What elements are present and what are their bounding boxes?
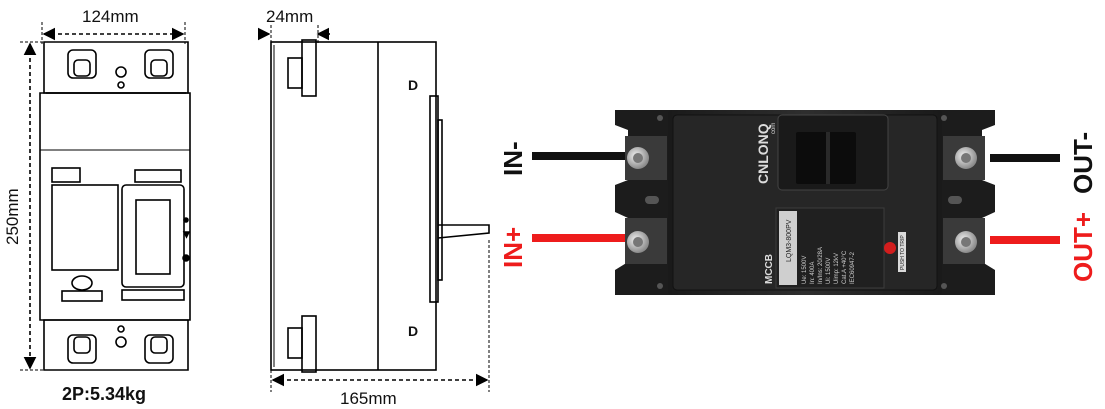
weight-label: 2P:5.34kg	[62, 384, 146, 404]
spec-line: IEC60947-2	[850, 251, 856, 284]
out-plus-wire	[990, 236, 1060, 244]
spec-line: Uimp: 12kV	[834, 253, 840, 284]
in-minus-label: IN-	[498, 141, 528, 176]
depth-label: 165mm	[340, 389, 397, 408]
out-plus-label: OUT+	[1068, 212, 1098, 282]
in-minus-wire	[532, 152, 632, 160]
brand-sub: com	[771, 123, 777, 134]
push-to-trip-label: PUSH TO TRIP	[900, 235, 906, 270]
model-label: LQM3-800PV	[786, 219, 793, 262]
spec-line: In/Ins: 20/28A	[818, 247, 824, 284]
side-mark-d-top: D	[408, 77, 418, 93]
side-mark-d-bottom: D	[408, 323, 418, 339]
push-to-trip-button	[884, 242, 896, 254]
spec-line: In: 400A	[810, 262, 816, 284]
depth-top-label: 24mm	[266, 7, 313, 26]
width-label: 124mm	[82, 7, 139, 26]
breaker-product	[532, 110, 1060, 295]
side-view	[257, 25, 490, 392]
in-plus-wire	[532, 234, 632, 242]
height-label: 250mm	[3, 188, 22, 245]
spec-lines: Ue: 1500V In: 400A In/Ins: 20/28A Ui: 15…	[802, 247, 856, 284]
spec-line: Ue: 1500V	[802, 256, 808, 284]
brand-logo: CNLONQ	[755, 123, 771, 184]
front-view	[20, 22, 191, 371]
spec-line: Cat.A +40°C	[842, 250, 848, 284]
out-minus-label: OUT-	[1068, 132, 1098, 194]
spec-line: Ui: 1500V	[826, 258, 832, 284]
in-plus-label: IN+	[498, 227, 528, 268]
mccb-label: MCCB	[764, 254, 775, 284]
out-minus-wire	[990, 154, 1060, 162]
